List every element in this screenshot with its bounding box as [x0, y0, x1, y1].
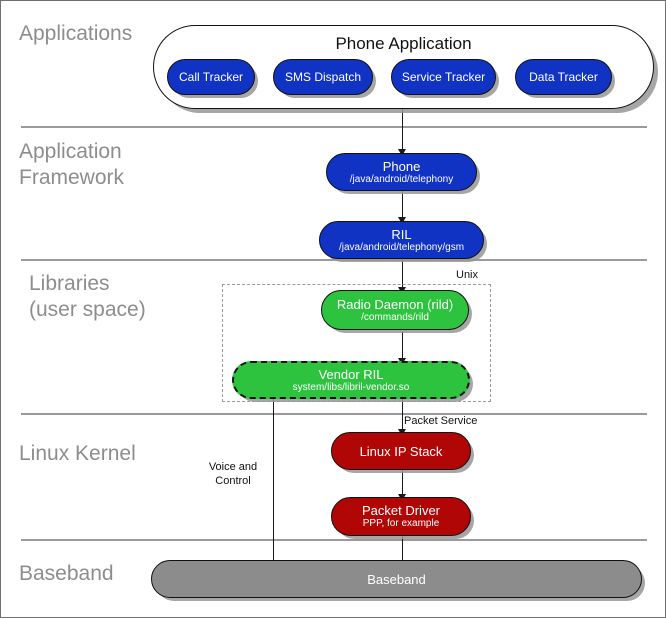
app-call-tracker[interactable]: Call Tracker [167, 59, 255, 95]
layer-label-libraries: Libraries (user space) [29, 272, 146, 321]
node-vendor-ril[interactable]: Vendor RIL system/libs/libril-vendor.so [232, 361, 470, 399]
connector-vendor-ril-to-linux-ip-stack [402, 397, 403, 432]
node-vendor-ril-title: Vendor RIL [318, 366, 384, 382]
connector-vendor-ril-to-baseband [273, 397, 274, 567]
node-radio-daemon[interactable]: Radio Daemon (rild) /commands/rild [321, 290, 469, 330]
connector-phone-to-ril [402, 191, 403, 219]
layer-label-baseband: Baseband [19, 562, 114, 585]
node-phone[interactable]: Phone /java/android/telephony [326, 153, 477, 191]
connector-ril-to-radio-daemon [402, 259, 403, 289]
node-packet-driver[interactable]: Packet Driver PPP, for example [331, 497, 471, 536]
layer-divider-applications [21, 126, 647, 128]
app-sms-dispatch[interactable]: SMS Dispatch [273, 59, 373, 95]
node-linux-ip-stack[interactable]: Linux IP Stack [331, 432, 471, 470]
layer-label-application-framework: Application Framework [19, 140, 125, 189]
app-call-tracker-label: Call Tracker [178, 69, 243, 84]
node-phone-subtitle: /java/android/telephony [349, 173, 454, 185]
node-ril-subtitle: /java/android/telephony/gsm [338, 241, 465, 253]
layer-label-applications: Applications [19, 22, 133, 45]
node-ril[interactable]: RIL /java/android/telephony/gsm [319, 221, 484, 259]
node-packet-driver-title: Packet Driver [361, 503, 441, 518]
edge-label-voice-and-control: Voice and Control [208, 461, 258, 487]
phone-application-title: Phone Application [335, 34, 472, 53]
node-baseband[interactable]: Baseband [151, 560, 642, 598]
node-packet-driver-subtitle: PPP, for example [362, 518, 440, 529]
node-baseband-title: Baseband [367, 571, 426, 587]
app-data-tracker-label: Data Tracker [529, 69, 598, 84]
node-vendor-ril-subtitle: system/libs/libril-vendor.so [292, 381, 410, 393]
node-radio-daemon-title: Radio Daemon (rild) [336, 296, 454, 312]
unix-group-label: Unix [456, 269, 479, 281]
app-service-tracker[interactable]: Service Tracker [391, 59, 496, 95]
node-linux-ip-stack-title: Linux IP Stack [359, 443, 443, 459]
connector-packet-driver-to-baseband [402, 536, 403, 567]
layer-divider-libraries [21, 413, 647, 415]
layer-label-linux-kernel: Linux Kernel [19, 442, 136, 465]
app-service-tracker-label: Service Tracker [401, 69, 486, 84]
layer-divider-linux-kernel [21, 539, 647, 541]
unix-group-box [222, 284, 491, 402]
app-sms-dispatch-label: SMS Dispatch [284, 69, 362, 84]
connector-apps-to-phone [402, 109, 403, 151]
layer-divider-application-framework [21, 259, 647, 261]
node-ril-title: RIL [391, 226, 412, 242]
app-data-tracker[interactable]: Data Tracker [515, 59, 612, 95]
node-phone-title: Phone [382, 158, 421, 174]
edge-label-packet-service: Packet Service [404, 415, 478, 427]
connector-radio-daemon-to-vendor-ril [402, 331, 403, 361]
connector-linux-ip-stack-to-packet-driver [402, 470, 403, 496]
node-radio-daemon-subtitle: /commands/rild [361, 311, 429, 323]
